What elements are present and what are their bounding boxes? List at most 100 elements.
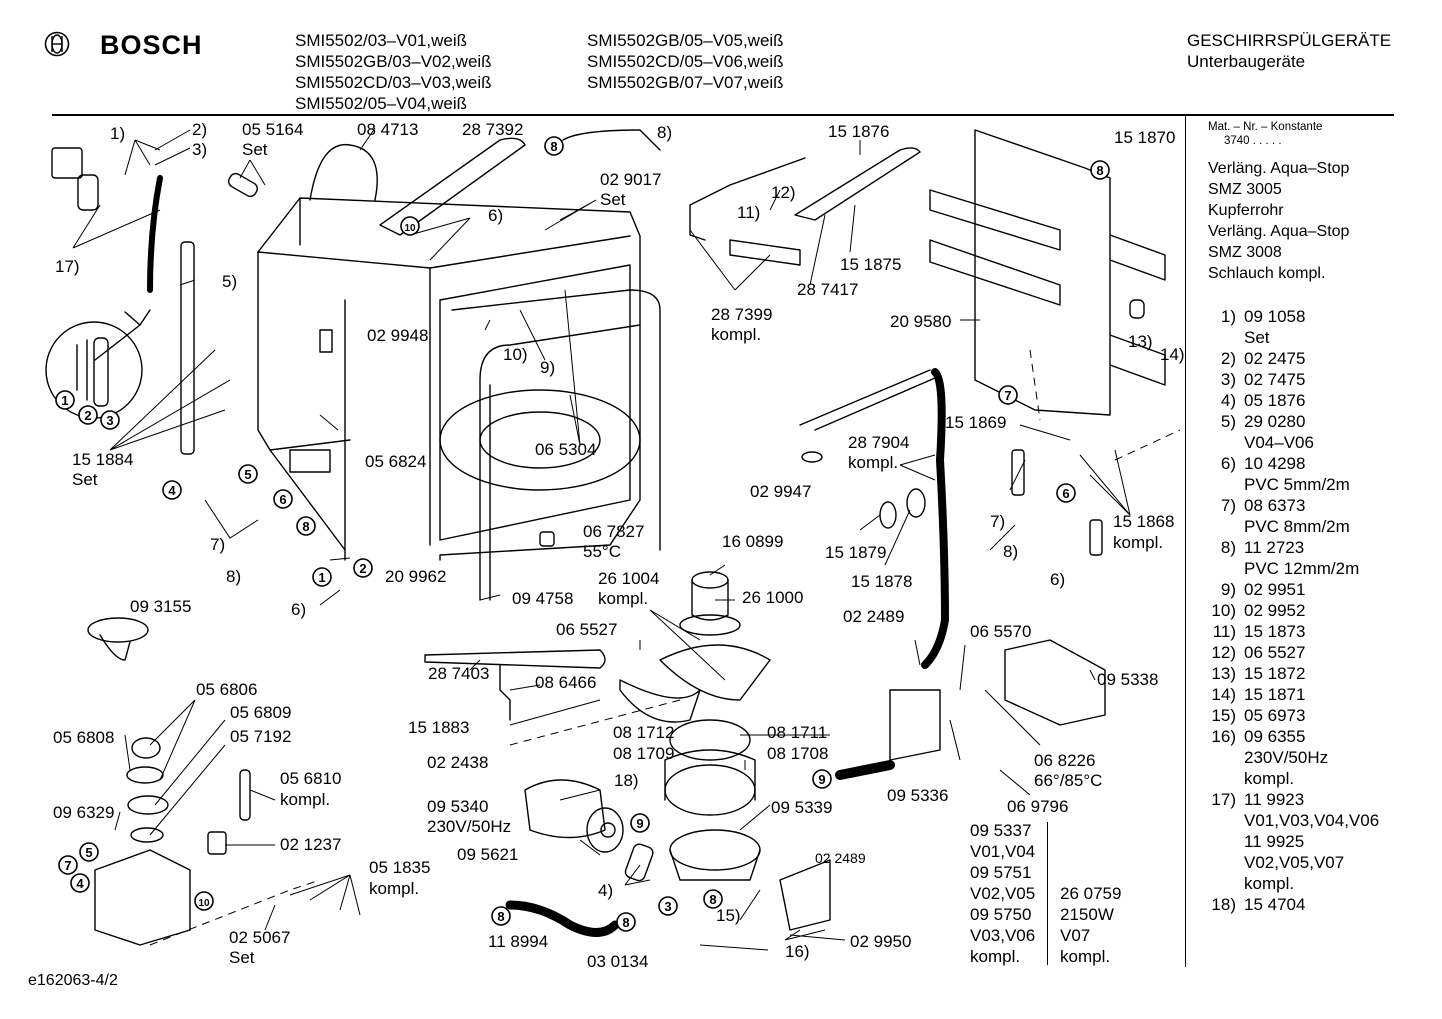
callout-label: 20 9580 [890,312,952,331]
assembly-lines [149,349,1181,946]
part-index: 6) [1220,454,1236,473]
reference-marker-number: 5 [85,845,92,860]
reference-marker-number: 9 [636,816,643,831]
reference-marker-circle [353,558,373,578]
callout-label: 02 2438 [427,753,489,772]
part-number: 15 1873 [1244,622,1306,641]
filter-plate [659,644,771,701]
callout-label: 09 3155 [130,597,192,616]
part-number: Set [1244,328,1270,347]
lower-spray-arm [424,649,606,669]
spray-arm-support [689,157,806,241]
parts-list-row: V02,V05,V07 [1202,852,1344,873]
reference-marker-number: 8 [1096,163,1103,178]
category-title: GESCHIRRSPÜLGERÄTE [1187,31,1392,50]
brand-name: BOSCH [100,30,203,60]
callout-label: 03 0134 [587,952,649,971]
part-index: 10) [1211,601,1236,620]
sump-part [664,764,756,816]
part-number: 10 4298 [1244,454,1306,473]
pump-housing [94,849,191,946]
hose-part [835,760,895,780]
reference-marker-number: 6 [279,492,286,507]
reference-marker-number: 3 [106,413,113,428]
sidebar-notes: Verläng. Aqua–Stop SMZ 3005 Kupferrohr V… [1208,158,1349,284]
sidebar-note: Schlauch kompl. [1208,265,1326,282]
callout-label: 09 5336 [887,786,949,805]
callout-label: 11 8994 [488,932,549,951]
callout-label: 15 1868 [1113,512,1175,531]
callout-label: 6) [1050,570,1066,589]
callout-label: 09 5339 [771,798,833,817]
leader-lines [72,127,1131,951]
callout-label: 02 9950 [850,932,912,951]
heater-cover [1004,639,1106,726]
callout-label: 02 9017 [600,170,662,189]
part-index: 13) [1211,664,1236,683]
callout-label: 05 6824 [365,452,427,471]
part-number: 11 9923 [1244,790,1305,809]
parts-list-row: 3)02 7475 [1202,369,1306,390]
callout-label: 06 5570 [970,622,1032,641]
reference-marker-circle [491,906,511,926]
callout-label: kompl. [369,879,420,898]
callout-label: 02 2489 [843,607,905,626]
reference-marker-number: 8 [709,892,716,907]
callout-label: 06 5304 [535,440,597,459]
callout-label: 15 1879 [825,543,887,562]
reference-marker-circle [162,480,182,500]
callout-label: 08 6466 [535,673,597,692]
parts-list-row: 7)08 6373 [1202,495,1306,516]
model-line: SMI5502GB/05–V05,weiß [587,31,784,50]
reference-marker-circle [194,891,214,911]
callout-label: 17) [55,257,80,276]
callout-label: 28 7417 [797,280,859,299]
parts-list-row: 11)15 1873 [1202,621,1306,642]
callout-label: 05 7192 [230,727,292,746]
reference-marker-circle [312,567,332,587]
parts-list-row: 5)29 0280 [1202,411,1306,432]
callout-label: 230V/50Hz [427,817,512,836]
reference-marker-number: 4 [76,876,84,891]
variant-table-left: 09 5337 V01,V04 09 5751 V02,V05 09 5750 … [970,820,1035,967]
reference-marker-circle [812,769,832,789]
part-index: 9) [1220,580,1236,599]
reference-marker-number: 8 [302,519,309,534]
part-index: 2) [1220,349,1236,368]
reference-marker-number: 4 [168,483,176,498]
hose-part [147,175,163,293]
reference-marker-circle [78,405,98,425]
callout-label: 11) [737,203,761,222]
callout-label: 20 9962 [385,567,447,586]
callout-label: 8) [226,567,242,586]
variant-cell: kompl. [970,947,1021,966]
upper-spray-arm [794,147,921,221]
parts-list-row: 9)02 9951 [1202,579,1306,600]
callout-label: kompl. [848,453,899,472]
part-index: 4) [1220,391,1236,410]
pump-cap [131,737,161,759]
part-index: 3) [1220,370,1236,389]
part-index: 8) [1220,538,1236,557]
callout-label: 6) [291,600,307,619]
parts-list-row: 2)02 2475 [1202,348,1306,369]
callout-label: 15 1884 [72,450,134,469]
callout-label: 06 5527 [556,620,618,639]
variant-cell: kompl. [1060,947,1111,966]
sidebar-note: Verläng. Aqua–Stop [1208,223,1350,240]
callout-label: 02 2489 [815,850,866,866]
part-number: 06 5527 [1244,643,1306,662]
model-line: SMI5502GB/03–V02,weiß [295,52,492,71]
sidebar-note: Kupferrohr [1208,202,1284,219]
callout-label: Set [600,190,626,209]
reference-marker-circle [273,489,293,509]
callout-label: 26 1000 [742,588,804,607]
part-number: 02 9952 [1244,601,1306,620]
callout-label: 08 1711 [767,723,828,742]
parts-list-row: PVC 8mm/2m [1202,516,1350,537]
bosch-logo-icon [44,31,70,57]
category-block: GESCHIRRSPÜLGERÄTE Unterbaugeräte [1187,30,1391,72]
part-number: 230V/50Hz [1244,748,1329,767]
connector-part [51,147,83,179]
